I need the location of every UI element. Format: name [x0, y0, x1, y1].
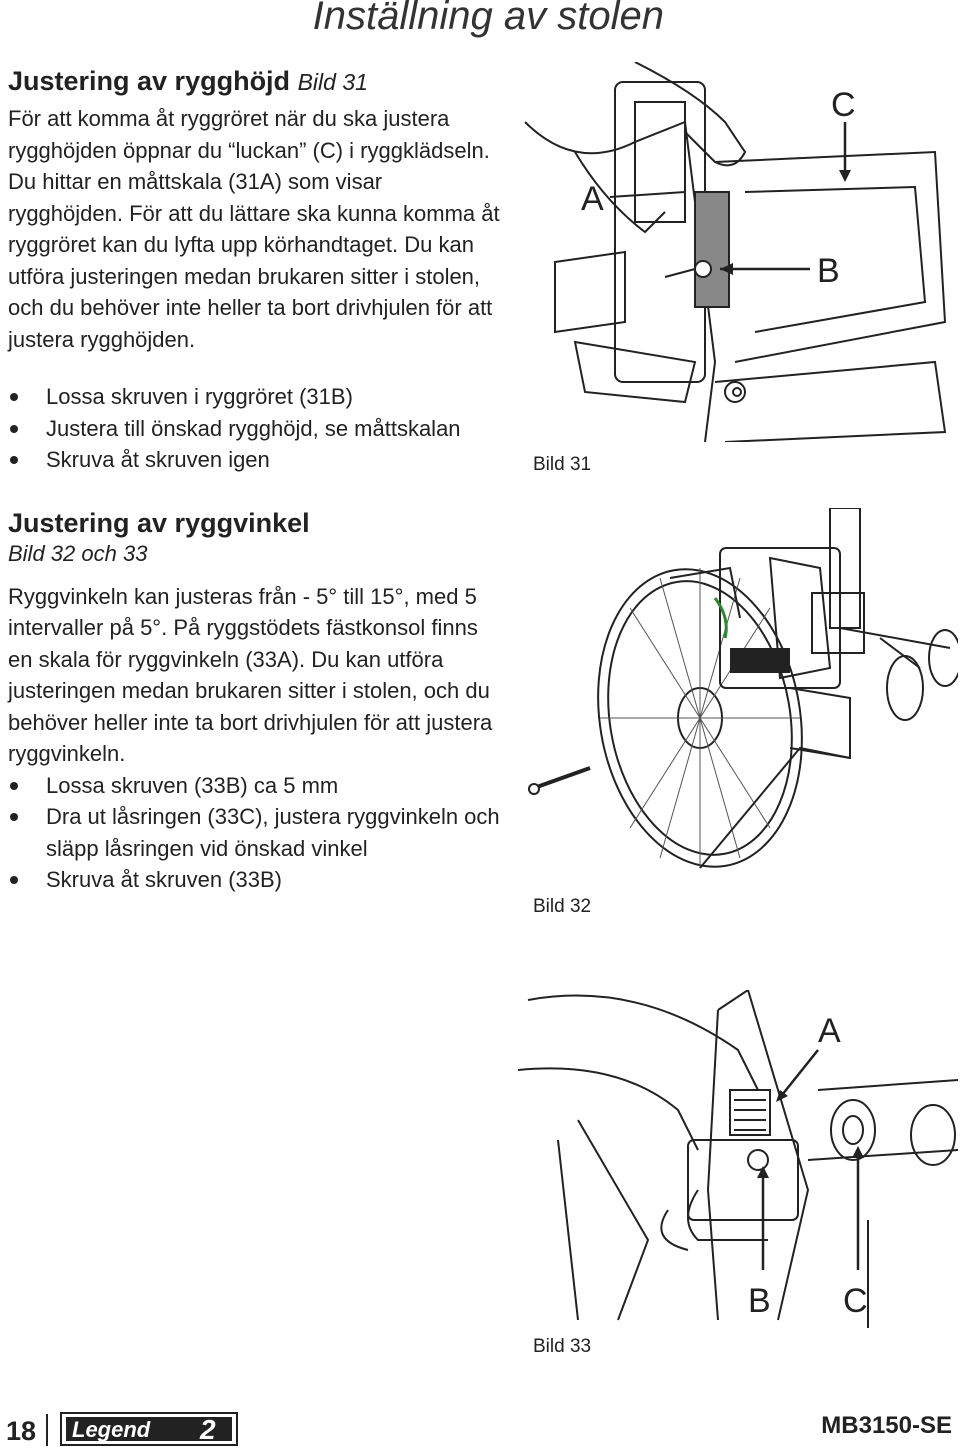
- text-column: Justering av rygghöjd Bild 31 För att ko…: [8, 66, 503, 896]
- logo-graphic: Legend 2: [60, 1412, 238, 1446]
- page-title: Inställning av stolen: [312, 0, 664, 38]
- section1-paragraph: För att komma åt ryggröret när du ska ju…: [8, 106, 500, 352]
- figure-31-back-height: A B C: [515, 62, 955, 442]
- caption-bild-31: Bild 31: [533, 454, 592, 475]
- caption-bild-33: Bild 33: [533, 1336, 592, 1357]
- bullet-item: Skruva åt skruven igen: [8, 444, 503, 476]
- bullet-item: Skruva åt skruven (33B): [8, 864, 503, 896]
- label-b: B: [748, 1282, 771, 1320]
- page-number: 18: [6, 1416, 37, 1446]
- model-number: MB3150-SE: [821, 1412, 952, 1439]
- label-a: A: [818, 1012, 841, 1050]
- section2-paragraph: Ryggvinkeln kan justeras från - 5° till …: [8, 583, 493, 767]
- bracket-illustration: A B C: [518, 990, 958, 1328]
- section1-bullet-list: Lossa skruven i ryggröret (31B) Justera …: [8, 381, 503, 476]
- wheelchair-illustration: [528, 508, 958, 869]
- bild-reference: Bild 31: [297, 69, 368, 95]
- bullet-item: Dra ut låsringen (33C), justera ryggvink…: [8, 801, 503, 864]
- bullet-item: Lossa skruven (33B) ca 5 mm: [8, 770, 503, 802]
- backrest-illustration: A B C: [524, 62, 947, 442]
- bullet-item: Justera till önskad rygghöjd, se måttska…: [8, 413, 503, 445]
- svg-text:2: 2: [199, 1414, 216, 1445]
- svg-text:Legend: Legend: [72, 1417, 151, 1442]
- measuring-scale: [694, 191, 730, 308]
- label-b: B: [817, 252, 840, 290]
- figure-33-angle-bracket: A B C: [518, 990, 958, 1328]
- legend-logo: Legend 2: [60, 1412, 238, 1446]
- caption-bild-32: Bild 32: [533, 896, 592, 917]
- bild-reference: Bild 32 och 33: [8, 540, 148, 566]
- heading-text: Justering av rygghöjd: [8, 66, 291, 96]
- bullet-item: Lossa skruven i ryggröret (31B): [8, 381, 503, 413]
- angle-scale: [729, 1089, 771, 1136]
- footer-divider: [46, 1414, 48, 1446]
- section-heading-ryggvinkel: Justering av ryggvinkel: [8, 507, 310, 538]
- label-c: C: [843, 1282, 868, 1320]
- figure-32-wheelchair: [520, 508, 958, 878]
- label-a: A: [581, 180, 604, 218]
- section2-bullet-list: Lossa skruven (33B) ca 5 mm Dra ut låsri…: [8, 770, 503, 896]
- section-heading-rygghojd: Justering av rygghöjd Bild 31: [8, 66, 503, 97]
- label-c: C: [831, 86, 856, 124]
